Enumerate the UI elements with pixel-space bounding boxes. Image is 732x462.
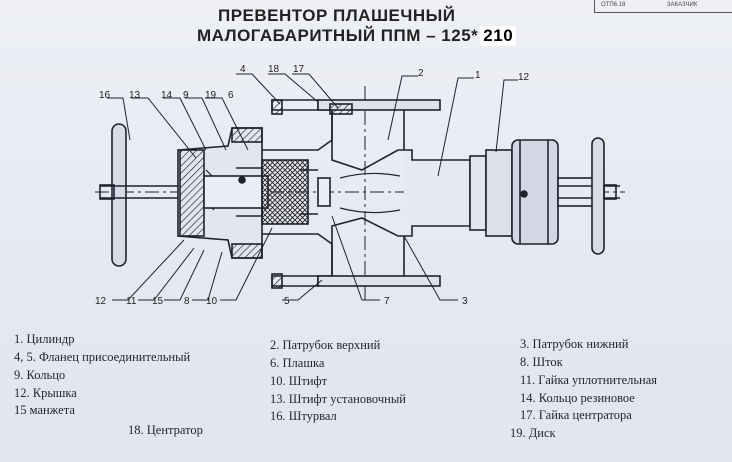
- leader-lines: [107, 73, 518, 301]
- title-line-2: МАЛОГАБАРИТНЫЙ ППМ – 125*210: [197, 26, 517, 46]
- stamp-left-text: ОТП6.18: [601, 2, 626, 8]
- stamp-right-text: ЗАКАЗЧИК: [667, 2, 698, 8]
- callout-5: 5: [284, 296, 290, 307]
- legend-item-3: 3. Патрубок нижний: [520, 337, 629, 351]
- top-flange: [317, 99, 441, 111]
- legend-item-18: 18. Центратор: [128, 423, 203, 437]
- callout-11: 11: [126, 296, 137, 307]
- callout-3: 3: [462, 296, 468, 307]
- legend-item-8: 8. Шток: [520, 355, 563, 369]
- drawing-lines: [95, 86, 625, 300]
- legend-item-17: 17. Гайка центратора: [520, 408, 632, 422]
- bottom-flange: [317, 275, 441, 287]
- cylinder: [404, 149, 471, 237]
- legend-item-15: 15 манжета: [14, 403, 75, 417]
- callout-13: 13: [129, 90, 141, 101]
- callout-12-top: 12: [518, 72, 530, 83]
- callout-6: 6: [228, 90, 234, 101]
- right-handwheel: [591, 137, 605, 255]
- left-shaft-nut: [99, 184, 115, 200]
- callout-labels: 16 13 14 9 19 6 4 18 17 2 1 12 12 11 15 …: [95, 64, 530, 307]
- legend-item-4-5: 4, 5. Фланец присоединительный: [14, 350, 191, 364]
- right-cover: [511, 139, 559, 245]
- callout-2: 2: [418, 68, 424, 79]
- legend-item-11: 11. Гайка уплотнительная: [520, 373, 658, 387]
- callout-16: 16: [99, 90, 111, 101]
- left-cover-hatched: [179, 149, 205, 237]
- callout-10: 10: [206, 296, 218, 307]
- lower-nozzle: [331, 217, 405, 276]
- model-number-badge: 210: [480, 26, 517, 46]
- callout-12: 12: [95, 296, 107, 307]
- legend-item-14: 14. Кольцо резиновое: [520, 391, 635, 405]
- legend-item-13: 13. Штифт установочный: [270, 392, 406, 406]
- legend-item-10: 10. Штифт: [270, 374, 328, 388]
- left-handwheel: [111, 123, 127, 267]
- title-line-1: ПРЕВЕНТОР ПЛАШЕЧНЫЙ: [218, 6, 456, 25]
- callout-7: 7: [384, 296, 390, 307]
- legend-item-16: 16. Штурвал: [270, 409, 337, 423]
- legend-item-12: 12. Крышка: [14, 386, 77, 400]
- callout-17: 17: [293, 64, 305, 75]
- title-line-2-text: МАЛОГАБАРИТНЫЙ ППМ – 125*: [197, 26, 479, 45]
- callout-4: 4: [240, 64, 246, 75]
- callout-14: 14: [161, 90, 173, 101]
- callout-1: 1: [475, 70, 481, 81]
- legend-item-6: 6. Плашка: [270, 356, 325, 370]
- callout-18: 18: [268, 64, 280, 75]
- callout-9: 9: [183, 90, 189, 101]
- upper-nozzle: [331, 110, 405, 171]
- corner-stamp: ОТП6.18 ЗАКАЗЧИК: [594, 0, 732, 13]
- legend-item-1: 1. Цилиндр: [14, 332, 75, 346]
- legend-item-2: 2. Патрубок верхний: [270, 338, 381, 352]
- legend-item-9: 9. Кольцо: [14, 368, 66, 382]
- callout-15: 15: [152, 296, 164, 307]
- legend-item-19: 19. Диск: [510, 426, 556, 440]
- callout-8: 8: [184, 296, 190, 307]
- callout-19: 19: [205, 90, 217, 101]
